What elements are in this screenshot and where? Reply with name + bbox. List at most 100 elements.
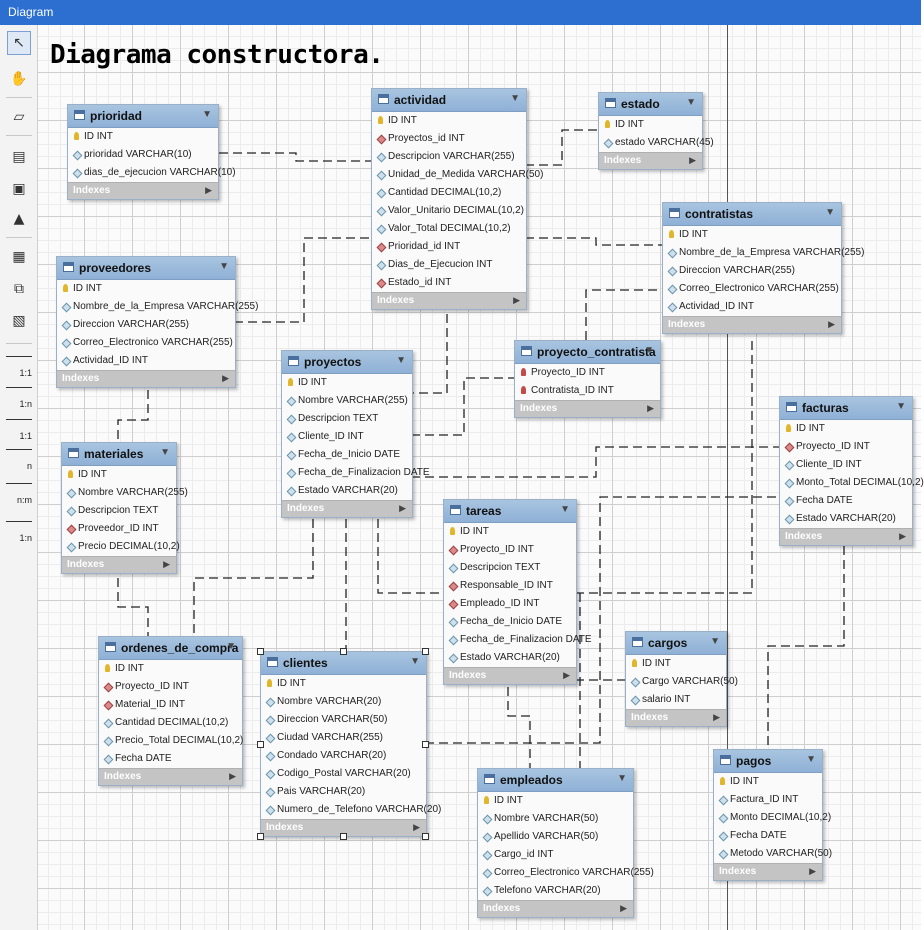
collapse-arrow-icon[interactable]: ▼	[896, 401, 906, 412]
table-header[interactable]: contratistas▼	[663, 203, 841, 226]
selection-handle[interactable]	[340, 833, 347, 840]
table-header[interactable]: materiales▼	[62, 443, 176, 466]
table-icon[interactable]: ▦	[12, 249, 26, 265]
table-header[interactable]: facturas▼	[780, 397, 912, 420]
column-row[interactable]: ID INT	[261, 675, 426, 693]
table-header[interactable]: proyectos▼	[282, 351, 412, 374]
routine-group-icon[interactable]: ▧	[12, 313, 26, 329]
expand-arrow-icon[interactable]: ▶	[413, 822, 420, 832]
table-header[interactable]: prioridad▼	[68, 105, 218, 128]
column-row[interactable]: Cliente_ID INT	[780, 456, 912, 474]
indexes-section[interactable]: Indexes▶	[663, 316, 841, 333]
column-row[interactable]: Direccion VARCHAR(50)	[261, 711, 426, 729]
column-row[interactable]: Dias_de_Ejecucion INT	[372, 256, 526, 274]
collapse-arrow-icon[interactable]: ▼	[410, 656, 420, 667]
column-row[interactable]: Factura_ID INT	[714, 791, 822, 809]
relationship-line[interactable]	[219, 152, 371, 162]
relationship-line[interactable]	[193, 519, 314, 636]
column-row[interactable]: ID INT	[478, 792, 633, 810]
column-row[interactable]: Contratista_ID INT	[515, 382, 660, 400]
indexes-section[interactable]: Indexes▶	[261, 819, 426, 836]
column-row[interactable]: Cargo_id INT	[478, 846, 633, 864]
column-row[interactable]: ID INT	[714, 773, 822, 791]
column-row[interactable]: Correo_Electronico VARCHAR(255)	[57, 334, 235, 352]
selection-handle[interactable]	[257, 833, 264, 840]
collapse-arrow-icon[interactable]: ▼	[202, 109, 212, 120]
selection-handle[interactable]	[340, 648, 347, 655]
column-row[interactable]: ID INT	[68, 128, 218, 146]
column-row[interactable]: Nombre VARCHAR(255)	[62, 484, 188, 502]
column-row[interactable]: Correo_Electronico VARCHAR(255)	[478, 864, 654, 882]
column-row[interactable]: Material_ID INT	[99, 696, 242, 714]
column-row[interactable]: Direccion VARCHAR(255)	[663, 262, 841, 280]
collapse-arrow-icon[interactable]: ▼	[510, 93, 520, 104]
relationship-line[interactable]	[507, 687, 531, 768]
table-header[interactable]: ordenes_de_compra▼	[99, 637, 242, 660]
expand-arrow-icon[interactable]: ▶	[809, 866, 816, 876]
collapse-arrow-icon[interactable]: ▼	[710, 636, 720, 647]
collapse-arrow-icon[interactable]: ▼	[219, 261, 229, 272]
relationship-line[interactable]	[117, 390, 149, 442]
expand-arrow-icon[interactable]: ▶	[689, 155, 696, 165]
relationship-line[interactable]	[411, 446, 779, 478]
column-row[interactable]: Metodo VARCHAR(50)	[714, 845, 832, 863]
column-row[interactable]: Direccion VARCHAR(255)	[57, 316, 235, 334]
relationship-line[interactable]	[575, 336, 753, 594]
column-row[interactable]: estado VARCHAR(45)	[599, 134, 714, 152]
selection-handle[interactable]	[422, 741, 429, 748]
table-header[interactable]: proveedores▼	[57, 257, 235, 280]
hand-icon[interactable]: ✋	[10, 71, 28, 87]
column-row[interactable]: Nombre VARCHAR(255)	[282, 392, 412, 410]
column-row[interactable]: Nombre_de_la_Empresa VARCHAR(255)	[57, 298, 258, 316]
column-row[interactable]: Valor_Total DECIMAL(10,2)	[372, 220, 526, 238]
expand-arrow-icon[interactable]: ▶	[647, 403, 654, 413]
indexes-section[interactable]: Indexes▶	[68, 182, 218, 199]
note-icon[interactable]: ▣	[12, 181, 26, 197]
column-row[interactable]: Nombre VARCHAR(50)	[478, 810, 633, 828]
column-row[interactable]: Empleado_ID INT	[444, 595, 576, 613]
column-row[interactable]: Proyecto_ID INT	[99, 678, 242, 696]
column-row[interactable]: Estado VARCHAR(20)	[282, 482, 412, 500]
collapse-arrow-icon[interactable]: ▼	[806, 754, 816, 765]
relationship-line[interactable]	[767, 546, 845, 749]
column-row[interactable]: Correo_Electronico VARCHAR(255)	[663, 280, 841, 298]
column-row[interactable]: ID INT	[780, 420, 912, 438]
eraser-icon[interactable]: ▱	[13, 109, 25, 125]
indexes-section[interactable]: Indexes▶	[99, 768, 242, 785]
column-row[interactable]: Cantidad DECIMAL(10,2)	[372, 184, 526, 202]
expand-arrow-icon[interactable]: ▶	[828, 319, 835, 329]
column-row[interactable]: Fecha_de_Finalizacion DATE	[444, 631, 592, 649]
column-row[interactable]: ID INT	[444, 523, 576, 541]
column-row[interactable]: Monto DECIMAL(10,2)	[714, 809, 831, 827]
image-icon[interactable]: ▲	[13, 211, 25, 227]
column-row[interactable]: Proyectos_id INT	[372, 130, 526, 148]
indexes-section[interactable]: Indexes▶	[626, 709, 726, 726]
relation-1-1-button[interactable]: 1:1	[4, 350, 34, 378]
column-row[interactable]: Estado VARCHAR(20)	[780, 510, 912, 528]
expand-arrow-icon[interactable]: ▶	[713, 712, 720, 722]
column-row[interactable]: ID INT	[282, 374, 412, 392]
column-row[interactable]: Fecha DATE	[714, 827, 822, 845]
relationship-line[interactable]	[411, 314, 448, 394]
column-row[interactable]: Valor_Unitario DECIMAL(10,2)	[372, 202, 526, 220]
collapse-arrow-icon[interactable]: ▼	[644, 345, 654, 356]
column-row[interactable]: ID INT	[599, 116, 702, 134]
column-row[interactable]: ID INT	[663, 226, 841, 244]
indexes-section[interactable]: Indexes▶	[444, 667, 576, 684]
column-row[interactable]: Unidad_de_Medida VARCHAR(50)	[372, 166, 543, 184]
relation-1-1-id-button[interactable]: 1:1	[4, 413, 34, 441]
collapse-arrow-icon[interactable]: ▼	[396, 355, 406, 366]
column-row[interactable]: dias_de_ejecucion VARCHAR(10)	[68, 164, 236, 182]
expand-arrow-icon[interactable]: ▶	[229, 771, 236, 781]
selection-handle[interactable]	[257, 741, 264, 748]
column-row[interactable]: ID INT	[62, 466, 176, 484]
